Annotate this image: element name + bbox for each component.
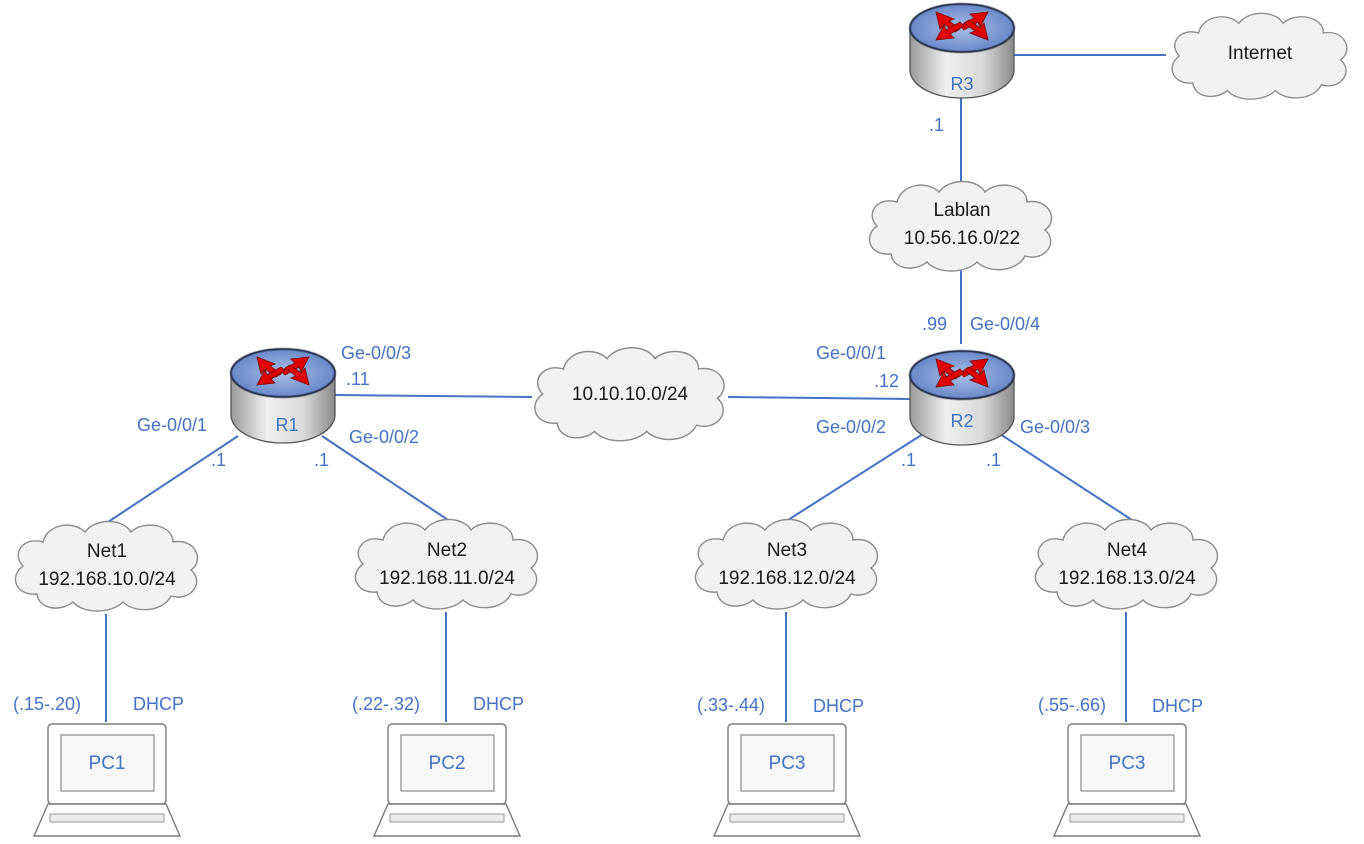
interface-labels: .1 .99 Ge-0/0/4 Ge-0/0/3 .11 Ge-0/0/1 .1… (137, 115, 1090, 470)
ip-label: .1 (211, 450, 226, 470)
ip-label: .1 (929, 115, 944, 135)
pc1-dhcp-label: DHCP (133, 694, 184, 714)
link-r2-net4 (999, 433, 1133, 521)
ip-label: .1 (986, 450, 1001, 470)
pc2-ip-range: (.22-.32) (352, 694, 420, 714)
cloud-transit: 10.10.10.0/24 (534, 346, 725, 442)
cloud-label: Net4 (1107, 540, 1148, 561)
cloud-lablan: Lablan 10.56.16.0/22 (868, 180, 1053, 272)
link-r2-net3 (787, 433, 924, 521)
links (105, 54, 1166, 722)
ip-label: .12 (874, 371, 899, 391)
pc3b-dhcp-label: DHCP (1152, 696, 1203, 716)
ip-label: .11 (346, 369, 370, 389)
link-r1-net2 (321, 435, 449, 521)
interface-label: Ge-0/0/1 (137, 415, 207, 435)
cloud-subnet: 192.168.12.0/24 (718, 568, 856, 589)
cloud-subnet: 10.10.10.0/24 (572, 384, 689, 405)
ip-label: .99 (922, 314, 947, 334)
interface-label: Ge-0/0/3 (1020, 417, 1090, 437)
cloud-internet: Internet (1171, 12, 1348, 100)
interface-label: Ge-0/0/1 (816, 343, 886, 363)
cloud-net4: Net4 192.168.13.0/24 (1034, 518, 1219, 610)
cloud-net1: Net1 192.168.10.0/24 (14, 520, 199, 612)
router-r2[interactable]: R2 (908, 349, 1016, 446)
pc1-ip-range: (.15-.20) (13, 694, 81, 714)
cloud-label: Lablan (933, 200, 990, 221)
pc-label: PC2 (429, 753, 466, 774)
cloud-subnet: 10.56.16.0/22 (904, 228, 1020, 249)
cloud-label: Net1 (87, 541, 127, 562)
pc-pc3a[interactable]: PC3 (712, 723, 862, 837)
router-label: R1 (275, 415, 298, 435)
ip-label: .1 (901, 450, 916, 470)
cloud-label: Net2 (427, 540, 467, 561)
router-label: R2 (950, 411, 973, 431)
router-r3[interactable]: R3 (908, 2, 1016, 99)
interface-label: Ge-0/0/2 (816, 417, 886, 437)
cloud-net2: Net2 192.168.11.0/24 (354, 518, 539, 610)
pc3a-ip-range: (.33-.44) (697, 695, 765, 715)
pc-pc1[interactable]: PC1 (32, 723, 182, 837)
pc2-dhcp-label: DHCP (473, 694, 524, 714)
link-r1-net1 (107, 435, 239, 523)
link-transit-r2 (727, 396, 912, 400)
pc3a-dhcp-label: DHCP (813, 696, 864, 716)
cloud-net3: Net3 192.168.12.0/24 (694, 518, 879, 610)
pc-pc2[interactable]: PC2 (372, 723, 522, 837)
link-r1-transit (333, 394, 533, 398)
pc-pc3b[interactable]: PC3 (1052, 723, 1202, 837)
cloud-label: Internet (1228, 43, 1293, 64)
cloud-subnet: 192.168.10.0/24 (38, 569, 176, 590)
interface-label: Ge-0/0/2 (349, 427, 419, 447)
router-label: R3 (950, 74, 973, 94)
ip-label: .1 (314, 450, 329, 470)
cloud-subnet: 192.168.13.0/24 (1058, 568, 1196, 589)
pc-label: PC3 (1109, 753, 1146, 774)
cloud-subnet: 192.168.11.0/24 (379, 568, 515, 589)
pc-label: PC1 (89, 753, 126, 774)
pc-label: PC3 (769, 753, 806, 774)
interface-label: Ge-0/0/3 (341, 343, 411, 363)
router-r1[interactable]: R1 (229, 347, 337, 444)
pc3b-ip-range: (.55-.66) (1038, 695, 1106, 715)
interface-label: Ge-0/0/4 (970, 314, 1040, 334)
cloud-label: Net3 (767, 540, 807, 561)
